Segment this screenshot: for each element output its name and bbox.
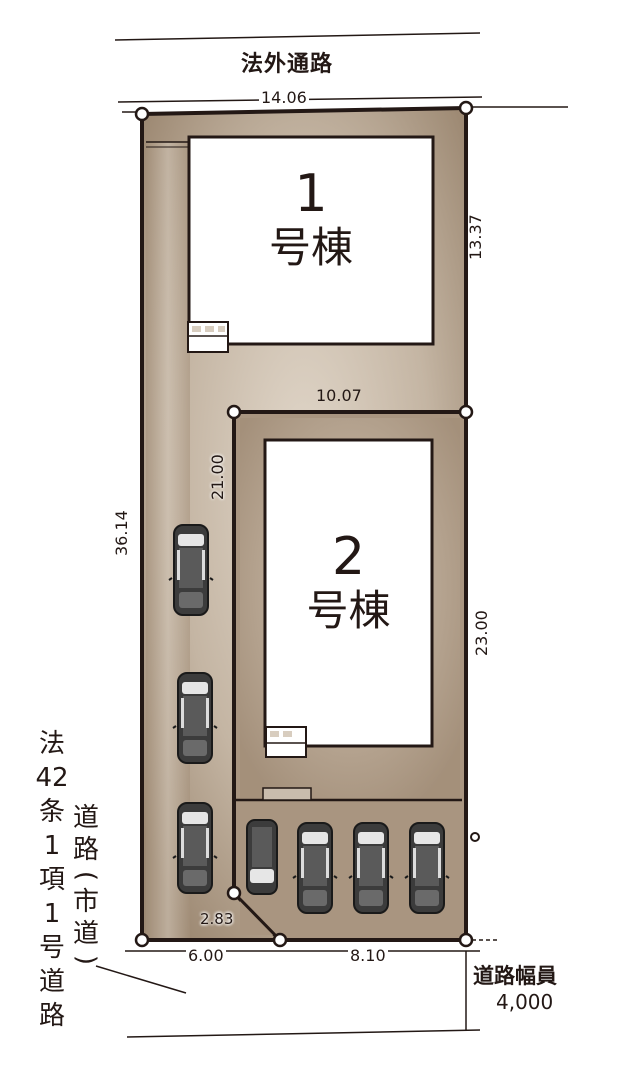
building-2-number: 2 [331,527,366,587]
road-type-label: 法 42 条 1 項 1 号 道 路 [35,729,69,1031]
building-1-suffix: 号棟 [268,223,353,272]
parking-car-7 [404,822,450,914]
road-label-top: 法外通路 [241,52,334,77]
building-1-number: 1 [294,164,328,224]
dim-top-width: 14.06 [259,88,309,107]
marker-icon [470,832,480,842]
dim-corner-cut: 2.83 [200,910,234,928]
dim-lot2-right: 23.00 [472,610,491,656]
road-width-value: 4,000 [496,990,554,1014]
building-1 [187,135,435,346]
parking-car-6 [348,822,394,914]
building-2 [263,438,434,748]
dim-lot2-left: 21.00 [208,454,227,500]
parking-car-3 [172,802,218,894]
vertex-markers [134,100,474,948]
road-width-label: 道路幅員 [473,964,557,988]
road-name-label: 道 路 ( 市 道 ) [71,803,101,966]
parking-car-4 [246,819,278,895]
dim-bottom-right: 8.10 [348,946,388,965]
road-edge-line-top [114,32,481,41]
entrance-2 [265,726,307,758]
parking-car-5 [292,822,338,914]
dim-lot2-top: 10.07 [316,386,362,405]
building-2-suffix: 号棟 [306,586,391,635]
entrance-1 [187,321,229,353]
parking-car-1 [168,524,214,616]
dim-right-upper: 13.37 [466,214,485,260]
building-1-label: 1 号棟 [189,165,433,273]
parking-car-2 [172,672,218,764]
dim-bottom-left: 6.00 [186,946,226,965]
dim-left-total: 36.14 [112,510,131,556]
building-2-label: 2 号棟 [265,528,432,636]
